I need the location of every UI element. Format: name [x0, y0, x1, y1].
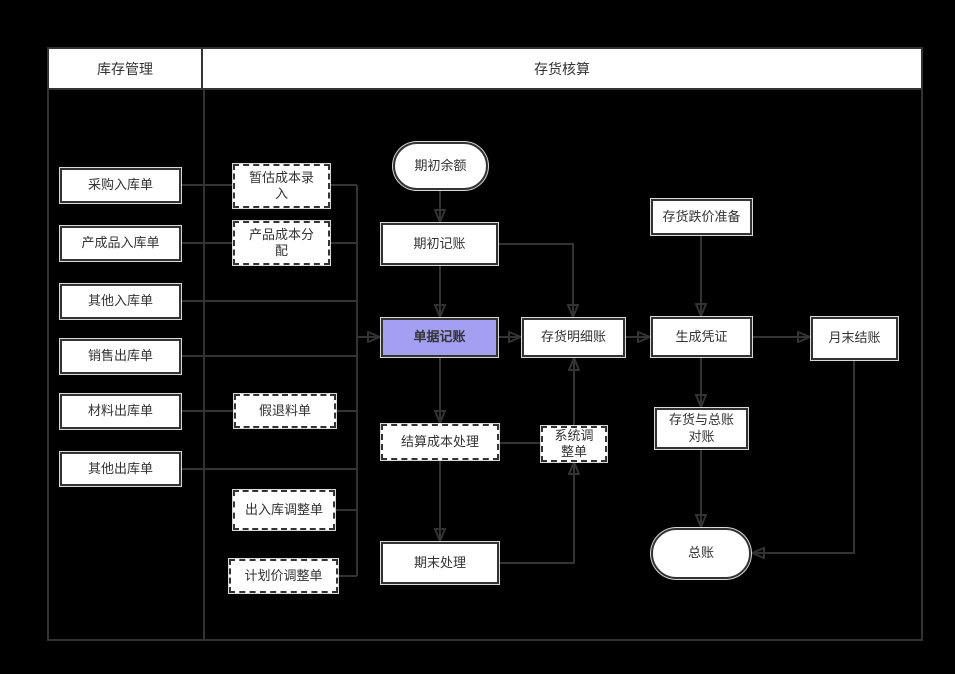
lane-header-row: 库存管理 存货核算: [49, 49, 921, 90]
node-finished-goods-receipt: 产成品入库单: [60, 226, 181, 261]
node-ledger-reconciliation: 存货与总账 对账: [655, 408, 748, 449]
edge-month-end-to-general-ledger: [753, 360, 855, 553]
node-price-decline-reserve: 存货跌价准备: [651, 199, 752, 235]
node-estimated-cost-entry: 暂估成本录 入: [233, 164, 330, 208]
node-plan-price-adjustment: 计划价调整单: [229, 559, 338, 593]
node-fake-return-slip: 假退料单: [234, 394, 336, 428]
swimlane-frame: 库存管理 存货核算: [47, 47, 923, 641]
node-document-posting: 单据记账: [381, 318, 498, 357]
node-settle-cost-processing: 结算成本处理: [381, 424, 499, 460]
lane-divider: [203, 90, 205, 639]
node-other-issue: 其他出库单: [60, 452, 181, 486]
node-inventory-subledger: 存货明细账: [522, 318, 625, 357]
node-opening-balance: 期初余额: [393, 142, 488, 190]
node-in-out-adjustment: 出入库调整单: [233, 490, 335, 530]
node-system-adjustment: 系统调 整单: [541, 426, 607, 462]
node-material-issue: 材料出库单: [60, 394, 181, 429]
edge-opening-entry-to-detail-ledger: [498, 243, 573, 316]
lane-header-inventory-accounting: 存货核算: [534, 60, 590, 77]
node-month-end-close: 月末结账: [811, 317, 898, 360]
node-sales-issue: 销售出库单: [60, 339, 181, 374]
node-generate-voucher: 生成凭证: [651, 317, 752, 357]
node-purchase-receipt: 采购入库单: [60, 168, 181, 203]
node-opening-entry: 期初记账: [381, 223, 498, 265]
node-other-receipt: 其他入库单: [60, 284, 181, 319]
edge-period-end-to-sys-adjust: [499, 463, 574, 564]
node-product-cost-allocation: 产品成本分 配: [233, 221, 330, 265]
lane-header-inventory-management: 库存管理: [49, 49, 203, 88]
node-general-ledger: 总账: [651, 528, 751, 579]
node-period-end-processing: 期末处理: [381, 542, 499, 584]
